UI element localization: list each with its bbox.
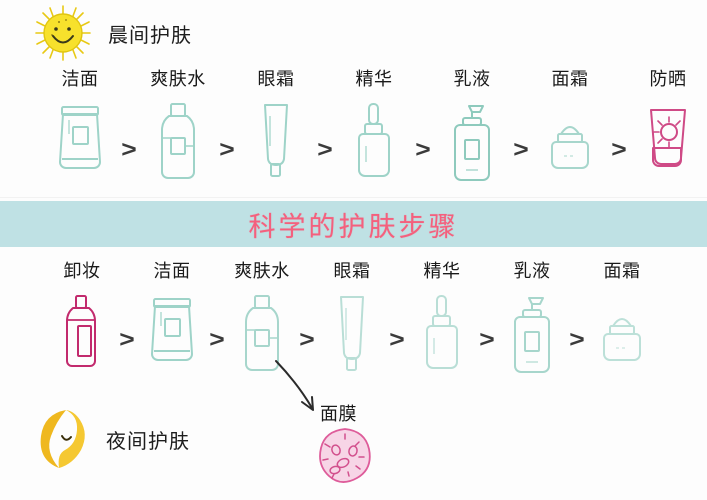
eye-cream-tube-icon (256, 102, 296, 185)
step-morning-eye-cream[interactable]: 眼霜 (234, 70, 318, 185)
step-label: 面霜 (551, 69, 589, 89)
step-label: 爽肤水 (234, 261, 290, 281)
step-separator: > (299, 326, 315, 352)
step-morning-toner[interactable]: 爽肤水 (136, 70, 220, 185)
section-divider (0, 197, 707, 198)
step-night-eye-cream[interactable]: 眼霜 (314, 262, 390, 379)
step-morning-sunscreen[interactable]: 防晒 (626, 70, 707, 185)
step-label: 乳液 (453, 69, 491, 89)
step-separator: > (121, 136, 137, 162)
step-separator: > (513, 136, 529, 162)
eye-cream-tube-icon (332, 294, 372, 379)
sun-icon (32, 4, 94, 62)
banner-title: 科学的护肤步骤 (248, 211, 459, 242)
step-separator: > (119, 326, 135, 352)
toner-bottle-icon (156, 102, 200, 185)
step-morning-face-cream[interactable]: 面霜 (528, 70, 612, 185)
step-label: 乳液 (513, 261, 551, 281)
banner: 科学的护肤步骤 (0, 201, 707, 247)
step-label: 精华 (355, 69, 393, 89)
cleanser-tube-icon (53, 102, 107, 185)
face-mask-callout: 面膜 (272, 358, 442, 498)
face-cream-jar-icon (599, 294, 645, 377)
sheet-mask-icon (314, 426, 376, 489)
night-period-label: 夜间护肤 (106, 430, 190, 453)
face-mask-label: 面膜 (320, 404, 357, 424)
sunscreen-tube-icon (642, 102, 694, 185)
moon-icon (36, 408, 92, 470)
step-night-toner[interactable]: 爽肤水 (224, 262, 300, 377)
step-label: 防晒 (649, 69, 687, 89)
step-night-cleanser[interactable]: 洁面 (134, 262, 210, 377)
night-period-header: 夜间护肤 (36, 408, 190, 470)
step-separator: > (611, 136, 627, 162)
curved-arrow-icon (275, 360, 314, 411)
morning-period-header: 晨间护肤 (32, 4, 192, 62)
step-morning-lotion[interactable]: 乳液 (430, 70, 514, 187)
step-label: 眼霜 (333, 261, 371, 281)
step-separator: > (209, 326, 225, 352)
step-morning-cleanser[interactable]: 洁面 (38, 70, 122, 185)
step-separator: > (389, 326, 405, 352)
lotion-pump-bottle-icon (509, 294, 555, 379)
face-cream-jar-icon (547, 102, 593, 185)
step-label: 洁面 (153, 261, 191, 281)
step-separator: > (569, 326, 585, 352)
serum-dropper-icon (354, 102, 394, 185)
step-night-serum[interactable]: 精华 (404, 262, 480, 377)
step-label: 洁面 (61, 69, 99, 89)
toner-bottle-icon (240, 294, 284, 377)
step-night-makeup-remover[interactable]: 卸妆 (44, 262, 120, 375)
cleanser-tube-icon (145, 294, 199, 377)
step-separator: > (317, 136, 333, 162)
morning-period-label: 晨间护肤 (108, 24, 192, 47)
step-label: 卸妆 (63, 261, 101, 281)
night-steps-row: 卸妆 > 洁面 (44, 262, 660, 379)
step-label: 精华 (423, 261, 461, 281)
step-label: 眼霜 (257, 69, 295, 89)
step-label: 面霜 (603, 261, 641, 281)
step-label: 爽肤水 (150, 69, 206, 89)
step-separator: > (219, 136, 235, 162)
step-separator: > (479, 326, 495, 352)
morning-steps-row: 洁面 > 爽肤水 (38, 70, 707, 187)
step-separator: > (415, 136, 431, 162)
serum-dropper-icon (422, 294, 462, 377)
lotion-pump-bottle-icon (449, 102, 495, 187)
step-night-face-cream[interactable]: 面霜 (584, 262, 660, 377)
step-morning-serum[interactable]: 精华 (332, 70, 416, 185)
makeup-remover-bottle-icon (60, 294, 104, 375)
step-night-lotion[interactable]: 乳液 (494, 262, 570, 379)
